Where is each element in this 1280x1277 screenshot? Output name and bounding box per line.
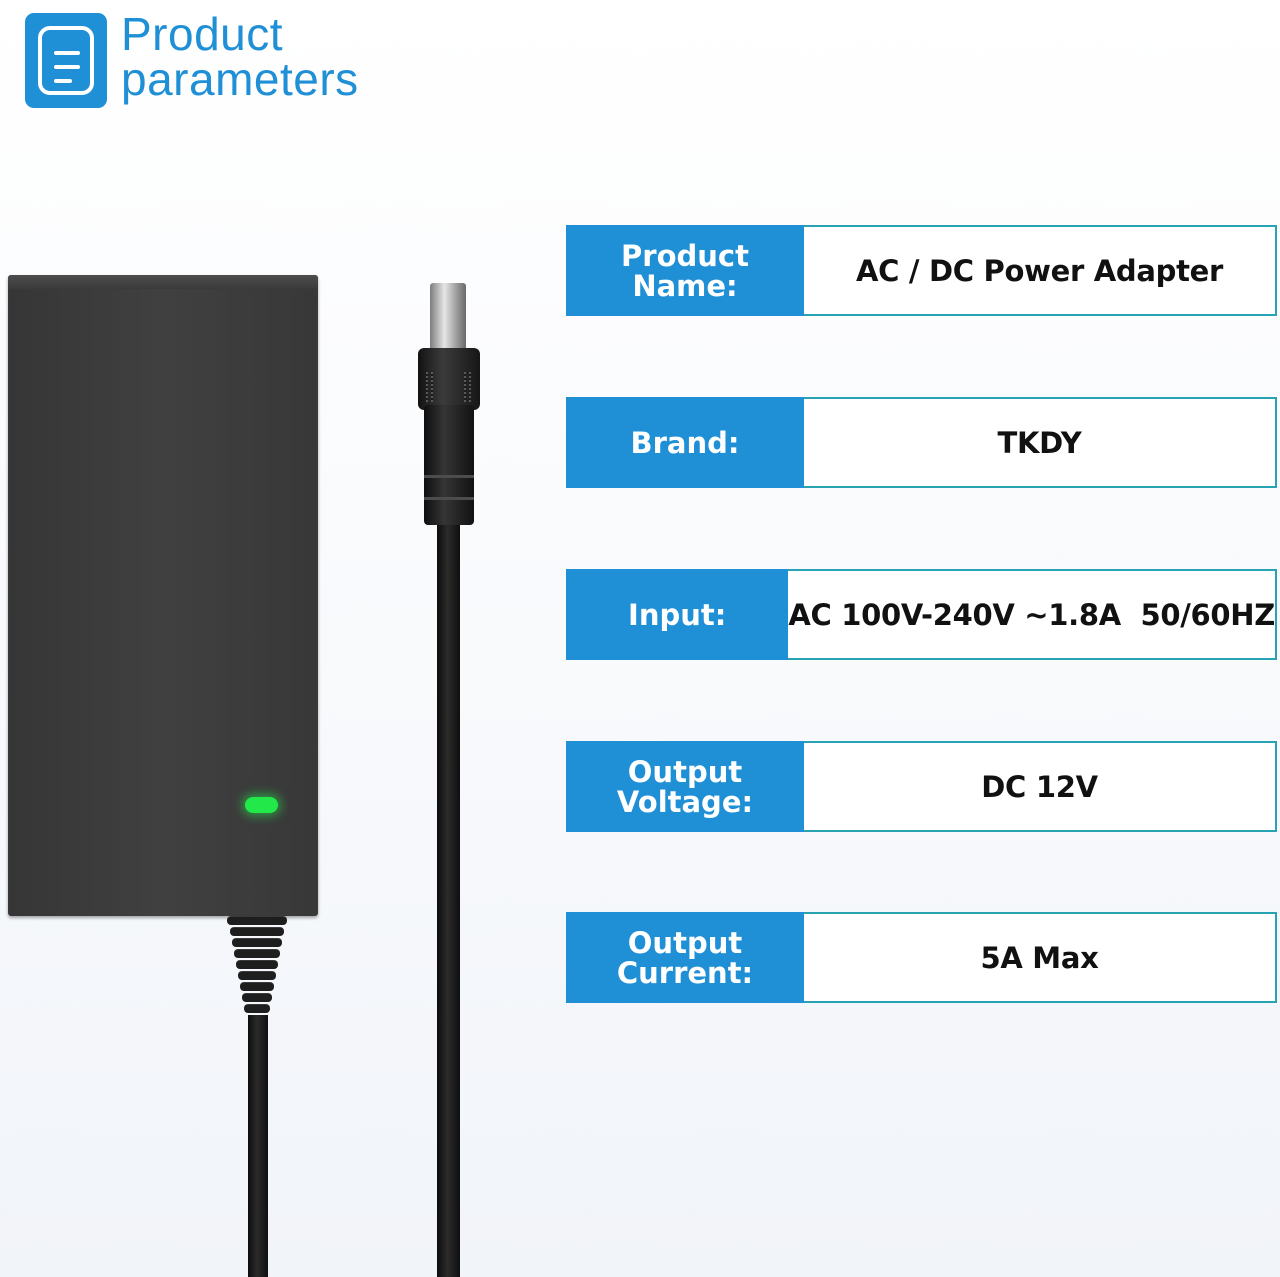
grip-knurl xyxy=(431,372,433,402)
strain-relief-rib xyxy=(232,938,282,947)
param-row-input: Input: AC 100V-240V ~1.8A 50/60HZ xyxy=(566,569,1277,660)
dc-plug-grip xyxy=(418,348,480,410)
strain-relief-rib xyxy=(227,916,287,925)
adapter-cable-short xyxy=(248,1015,268,1277)
page-title-line-2: parameters xyxy=(121,53,359,105)
adapter-top-edge xyxy=(8,275,318,289)
plug-neck-band xyxy=(424,497,474,500)
param-value: AC / DC Power Adapter xyxy=(855,253,1224,288)
document-line xyxy=(54,79,72,83)
strain-relief-rib xyxy=(236,960,278,969)
param-value: DC 12V xyxy=(981,769,1098,804)
param-label: Product Name: xyxy=(566,225,804,316)
dc-output-cable xyxy=(437,520,460,1277)
param-value: AC 100V-240V ~1.8A 50/60HZ xyxy=(788,597,1275,632)
plug-neck-band xyxy=(424,475,474,478)
page-title: Product parameters xyxy=(121,8,359,105)
param-value: 5A Max xyxy=(980,940,1099,975)
param-label: Output Voltage: xyxy=(566,741,804,832)
power-adapter-brick xyxy=(8,275,318,916)
strain-relief-rib xyxy=(240,982,274,991)
page-title-line-1: Product xyxy=(121,8,284,60)
grip-knurl xyxy=(469,372,471,402)
strain-relief-rib xyxy=(230,927,284,936)
document-line xyxy=(54,51,80,55)
strain-relief-rib xyxy=(238,971,276,980)
param-label: Brand: xyxy=(566,397,804,488)
strain-relief-rib xyxy=(244,1004,270,1013)
param-row-output-current: Output Current: 5A Max xyxy=(566,912,1277,1003)
dc-plug-neck xyxy=(424,405,474,525)
strain-relief xyxy=(227,916,287,1018)
param-value: TKDY xyxy=(997,425,1082,460)
document-outline xyxy=(38,26,94,95)
grip-knurl xyxy=(426,372,428,402)
grip-knurl xyxy=(464,372,466,402)
document-list-icon xyxy=(25,13,107,108)
param-label: Input: xyxy=(566,569,789,660)
strain-relief-rib xyxy=(242,993,272,1002)
param-row-product-name: Product Name: AC / DC Power Adapter xyxy=(566,225,1277,316)
param-row-brand: Brand: TKDY xyxy=(566,397,1277,488)
power-led-indicator xyxy=(245,797,278,813)
document-line xyxy=(54,65,80,69)
param-row-output-voltage: Output Voltage: DC 12V xyxy=(566,741,1277,832)
param-label: Output Current: xyxy=(566,912,804,1003)
strain-relief-rib xyxy=(234,949,280,958)
dc-plug-barrel-tip xyxy=(430,283,466,353)
